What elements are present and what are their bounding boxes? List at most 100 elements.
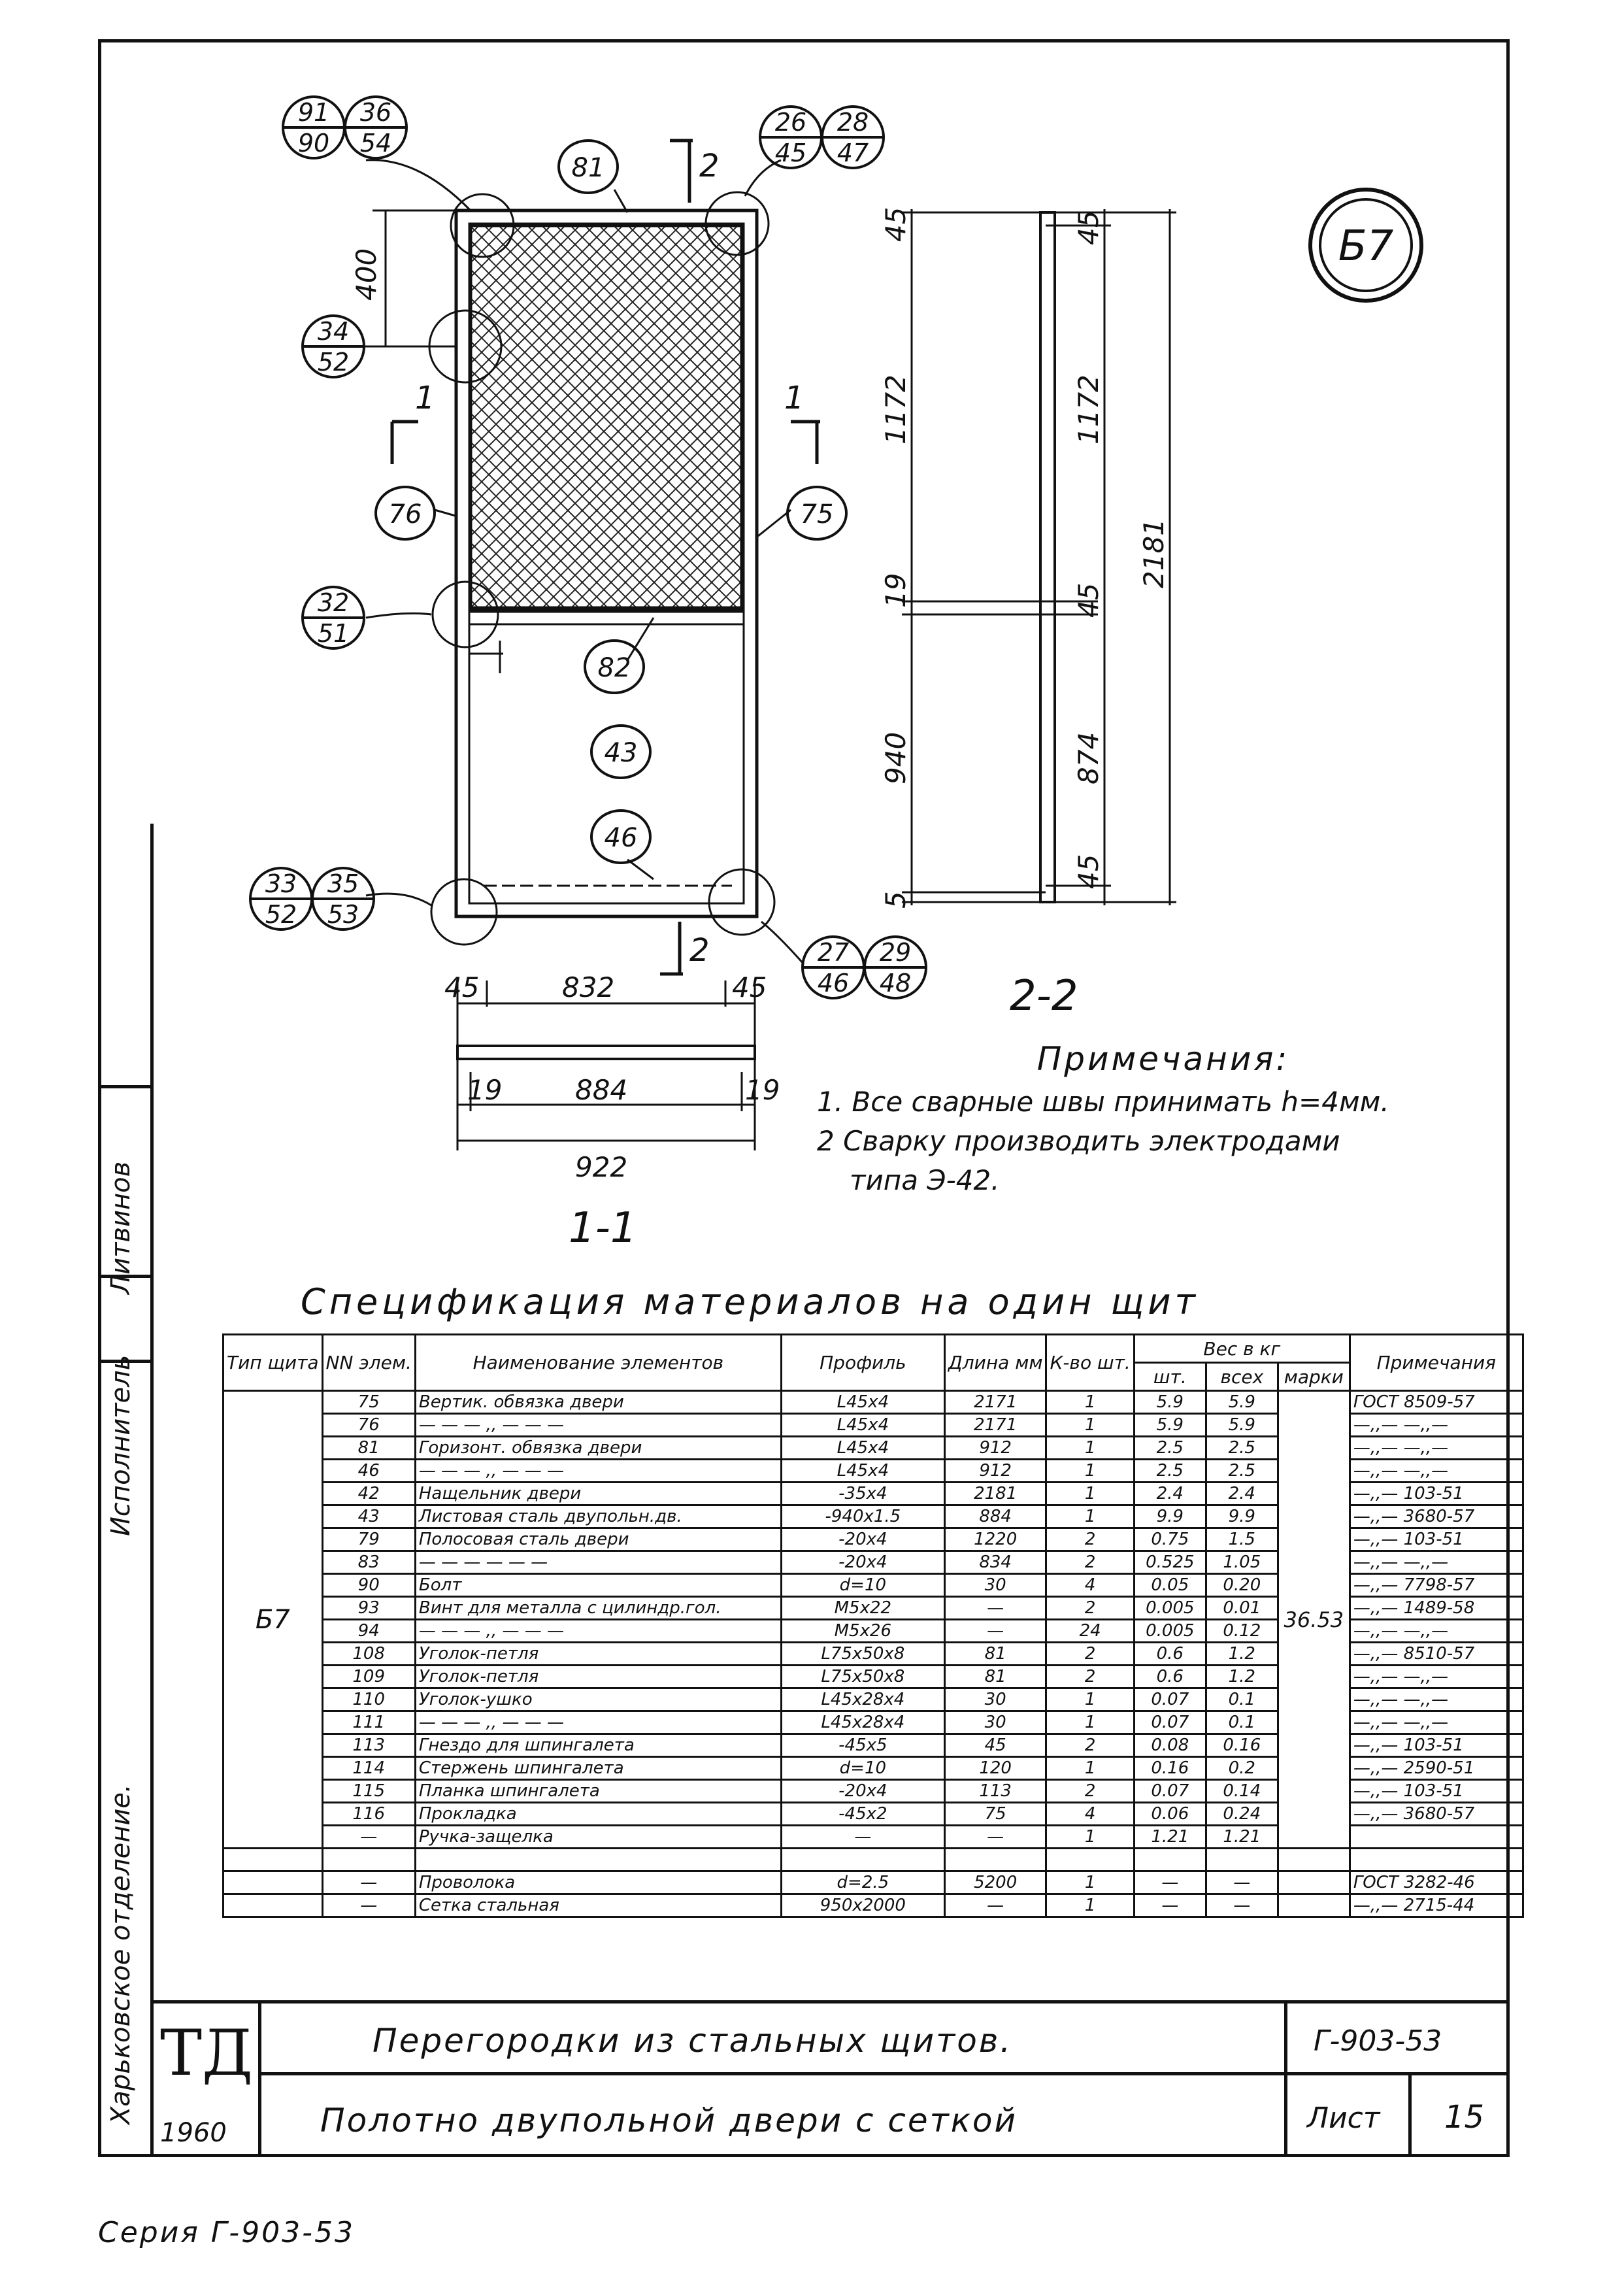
cell-name: — — — ,, — — — <box>414 1710 782 1735</box>
cell-len: — <box>943 1893 1048 1918</box>
cell-qty: 2 <box>1045 1527 1135 1552</box>
cell-wp: 0.005 <box>1133 1618 1207 1643</box>
cell-note: —,,— 1489-58 <box>1348 1596 1524 1620</box>
cell-profile: L45x4 <box>780 1435 946 1460</box>
cell-note: —,,— 7798-57 <box>1348 1573 1524 1598</box>
cell-profile: -45x5 <box>780 1733 946 1758</box>
callout-top: 34 <box>318 317 349 346</box>
part-label: 46 <box>605 823 638 853</box>
cell-nn: 111 <box>321 1710 416 1735</box>
cell-qty: 1 <box>1045 1756 1135 1781</box>
cell-wp: 5.9 <box>1133 1413 1207 1437</box>
cell-profile: -940x1.5 <box>780 1504 946 1529</box>
cell-wt: 0.01 <box>1204 1596 1279 1620</box>
cell-name: Уголок-ушко <box>414 1687 782 1712</box>
callout-top: 32 <box>318 588 349 617</box>
cell-len <box>943 1847 1048 1872</box>
cell-name: Гнездо для шпингалета <box>414 1733 782 1758</box>
cell-profile: M5x22 <box>780 1596 946 1620</box>
cell-profile: -20x4 <box>780 1527 946 1552</box>
dim-400: 400 <box>350 248 382 301</box>
cell-nn: 110 <box>321 1687 416 1712</box>
year: 1960 <box>160 2118 227 2148</box>
cell-wt: 0.14 <box>1204 1779 1279 1803</box>
callout-bottom: 51 <box>318 619 349 648</box>
cell-name: Сетка стальная <box>414 1893 782 1918</box>
cell-wp: 0.75 <box>1133 1527 1207 1552</box>
col-note: Примечания <box>1348 1333 1524 1392</box>
cell-wt: 1.2 <box>1204 1664 1279 1689</box>
cell-nn: 75 <box>321 1390 416 1415</box>
col-w-total: всех <box>1204 1362 1279 1392</box>
cell-name: Нащельник двери <box>414 1481 782 1506</box>
cell-nn: 115 <box>321 1779 416 1803</box>
cell-profile: L45x28x4 <box>780 1710 946 1735</box>
cell-len: — <box>943 1618 1048 1643</box>
part-label: 43 <box>605 738 638 768</box>
cell-type <box>222 1893 323 1918</box>
cell-note <box>1348 1847 1524 1872</box>
dim-874: 874 <box>1072 732 1104 784</box>
cell-nn: 93 <box>321 1596 416 1620</box>
cell-qty: 1 <box>1045 1458 1135 1483</box>
callout-top: 91 <box>298 98 329 127</box>
cell-wp: 0.6 <box>1133 1641 1207 1666</box>
callout-bottom: 47 <box>837 139 869 167</box>
cell-name: — — — ,, — — — <box>414 1413 782 1437</box>
cell-profile: L75x50x8 <box>780 1664 946 1689</box>
cell-len: 113 <box>943 1779 1048 1803</box>
cell-name <box>414 1847 782 1872</box>
cell-wt: 5.9 <box>1204 1413 1279 1437</box>
dim-19: 19 <box>467 1074 502 1106</box>
cell-nn: 90 <box>321 1573 416 1598</box>
cell-wp: 0.16 <box>1133 1756 1207 1781</box>
cell-nn: 42 <box>321 1481 416 1506</box>
sheet-number: 15 <box>1444 2099 1485 2136</box>
title1: Перегородки из стальных щитов. <box>261 2003 1287 2075</box>
cell-profile: L45x4 <box>780 1458 946 1483</box>
mark-circle <box>1308 188 1423 303</box>
cell-type <box>222 1870 323 1895</box>
cell-nn: — <box>321 1893 416 1918</box>
cell-note: —,,— 2590-51 <box>1348 1756 1524 1781</box>
role-label: Исполнитель <box>106 1354 136 1536</box>
callout-bottom: 90 <box>298 129 329 158</box>
cell-wp: 0.005 <box>1133 1596 1207 1620</box>
td-logo: ТД <box>160 2017 254 2090</box>
spec-table: Тип щита NN элем. Наименование элементов… <box>222 1333 1524 1918</box>
cell-wt: — <box>1204 1893 1279 1918</box>
cell-qty: 1 <box>1045 1824 1135 1849</box>
callout-top: 26 <box>775 108 806 137</box>
cell-wp: 0.05 <box>1133 1573 1207 1598</box>
cell-note: —,,— 8510-57 <box>1348 1641 1524 1666</box>
dim-940: 940 <box>880 732 912 784</box>
col-qty: К-во шт. <box>1045 1333 1135 1392</box>
cell-wt: 9.9 <box>1204 1504 1279 1529</box>
cell-wt: 2.5 <box>1204 1435 1279 1460</box>
strip-divider <box>98 1275 154 1278</box>
cell-len: 120 <box>943 1756 1048 1781</box>
strip-divider <box>98 1360 154 1363</box>
dim-832: 832 <box>562 971 614 1003</box>
dim-45: 45 <box>880 207 912 242</box>
cell-note: —,,— —,,— <box>1348 1458 1524 1483</box>
callout-top: 28 <box>837 108 869 137</box>
note-item: 1. Все сварные швы принимать h=4мм. <box>817 1086 1389 1118</box>
door-drawing: 91 90 36 54 26 45 28 47 34 52 32 51 33 5… <box>249 95 1423 1252</box>
cell-nn: — <box>321 1824 416 1849</box>
part-label: 75 <box>801 499 834 529</box>
cell-note: —,,— —,,— <box>1348 1550 1524 1575</box>
mesh-panel <box>469 224 744 610</box>
cell-name: Листовая сталь двупольн.дв. <box>414 1504 782 1529</box>
cell-nn: 83 <box>321 1550 416 1575</box>
cell-wt: 1.2 <box>1204 1641 1279 1666</box>
cell-qty: 1 <box>1045 1435 1135 1460</box>
